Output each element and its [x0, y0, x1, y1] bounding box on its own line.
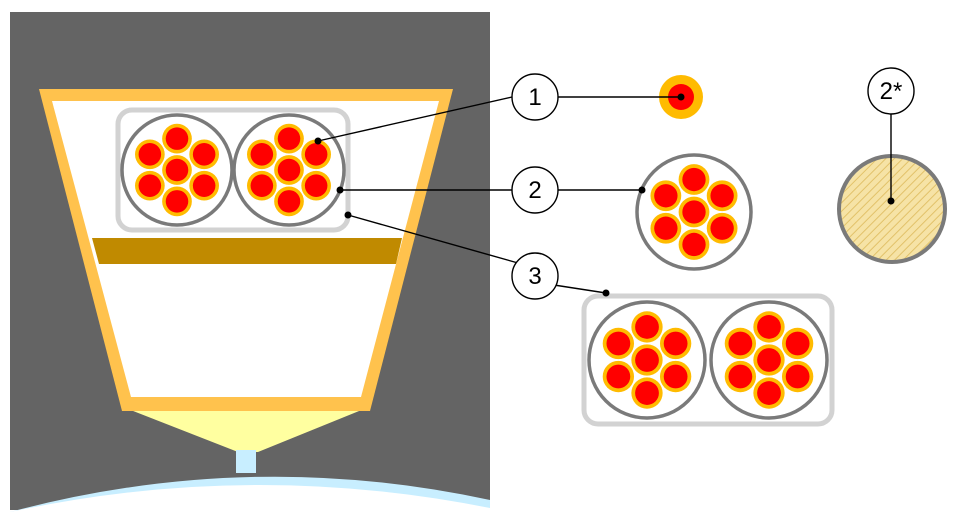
leader-1a — [317, 96, 513, 142]
wire-core — [304, 174, 328, 197]
wire-core — [728, 364, 753, 389]
wire-core — [757, 348, 781, 372]
wire-core — [277, 158, 301, 182]
dot-2-left — [336, 186, 344, 194]
leader-3b — [553, 284, 607, 294]
callout-2: 2 — [511, 166, 559, 214]
wire-core — [606, 331, 631, 356]
wire-core — [682, 232, 706, 257]
callout-1-label: 1 — [528, 84, 541, 111]
wire-core — [138, 143, 162, 166]
leader-3a — [347, 214, 519, 264]
callout-1: 1 — [511, 73, 559, 121]
wire-core — [304, 143, 328, 166]
wire-core — [710, 184, 734, 208]
wire-core — [728, 331, 753, 356]
wire-core — [192, 143, 216, 166]
callout-3-circle — [511, 252, 559, 300]
nozzle-outlet — [236, 450, 256, 473]
wire-core — [165, 190, 189, 213]
callout-2star-circle — [867, 67, 915, 115]
dot-3-left — [344, 211, 352, 219]
leader-lines — [317, 96, 892, 294]
wire-core — [757, 381, 781, 405]
wire-core — [277, 127, 301, 150]
nozzle-taper — [128, 409, 364, 452]
wire-core — [165, 127, 189, 150]
wire-core — [663, 364, 688, 389]
separator-band — [92, 238, 402, 264]
callout-2star: 2* — [867, 67, 915, 115]
wire-core — [654, 184, 678, 208]
wire-core — [277, 190, 301, 213]
wire-core — [710, 216, 734, 240]
bundle-example — [581, 293, 835, 427]
dot-3-right — [602, 289, 610, 297]
wire-core — [165, 158, 189, 182]
wire-core — [663, 331, 688, 356]
callout-3-label: 3 — [528, 263, 541, 290]
strand-example — [635, 153, 753, 271]
wire-core — [785, 331, 810, 356]
dot-1-right — [677, 93, 685, 101]
wire-core — [635, 348, 659, 372]
dot-2star — [887, 197, 895, 205]
callout-2-label: 2 — [528, 177, 541, 204]
bundle-in-frame — [115, 107, 351, 233]
wire-core — [635, 315, 659, 339]
dot-1-left — [314, 137, 322, 145]
dot-2-right — [638, 186, 646, 194]
wire-core — [682, 200, 706, 224]
wire-core — [606, 364, 631, 389]
wire-core — [654, 216, 678, 240]
callout-1-circle — [511, 73, 559, 121]
homogenized-strand-icon — [837, 154, 947, 264]
wire-core — [192, 174, 216, 197]
leader-dots — [314, 93, 895, 297]
wire-core — [757, 315, 781, 339]
wire-core — [250, 143, 274, 166]
callout-2star-label: 2* — [880, 78, 903, 105]
wire-core — [785, 364, 810, 389]
wire-core — [635, 381, 659, 405]
wire-core — [250, 174, 274, 197]
wire-core — [138, 174, 162, 197]
callout-3: 3 — [511, 252, 559, 300]
substrate-inner — [10, 484, 490, 512]
callout-2-circle — [511, 166, 559, 214]
wire-core — [682, 167, 706, 192]
